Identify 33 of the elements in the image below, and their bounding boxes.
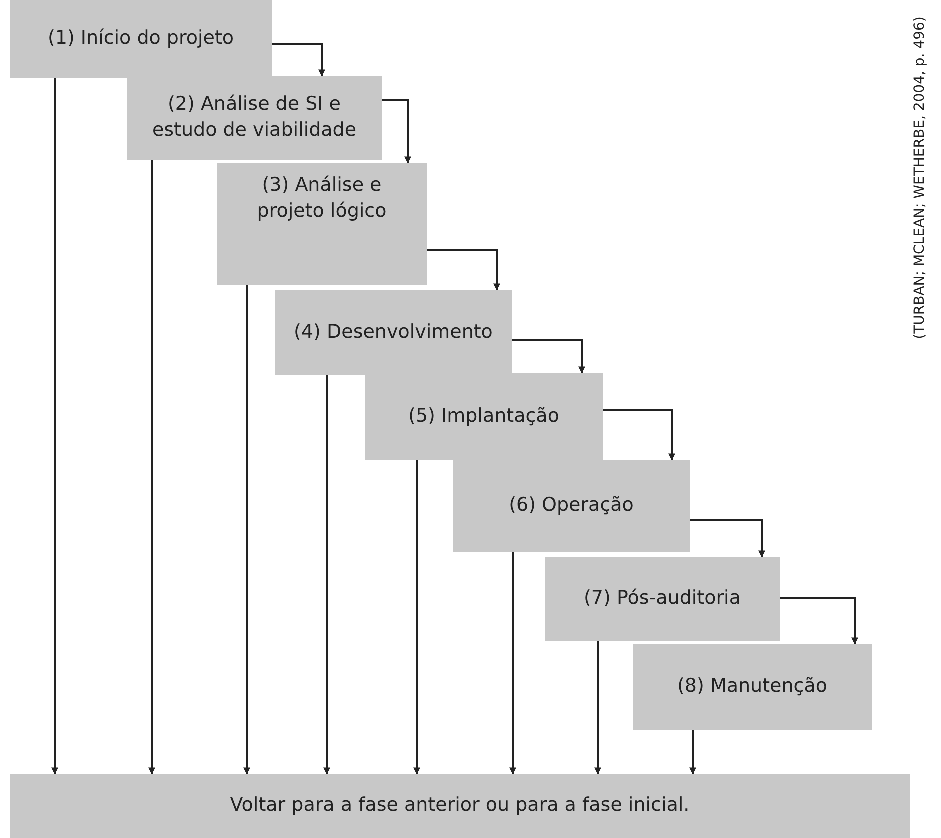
arrow: [603, 409, 676, 461]
phase-label: (6) Operação: [509, 493, 634, 518]
return-bar: [10, 774, 910, 838]
phase-label: Voltar para a fase anterior ou para a fase inicial.: [230, 793, 690, 818]
arrow: [148, 160, 156, 775]
phase-label: (2) Análise de SI e estudo de viabilidade: [151, 92, 358, 143]
phase-box: [10, 0, 272, 78]
phase-box: [275, 290, 512, 375]
arrow: [52, 78, 58, 775]
arrow: [690, 730, 696, 775]
arrow: [427, 249, 500, 291]
arrow: [414, 460, 420, 775]
phase-box: [545, 557, 780, 641]
phase-label: (5) Implantação: [408, 404, 560, 429]
phase-box: [453, 460, 690, 552]
arrow: [690, 519, 766, 558]
arrow: [244, 285, 250, 775]
arrow: [382, 99, 412, 164]
arrow: [324, 375, 330, 775]
phase-label: (1) Início do projeto: [48, 26, 234, 52]
source-citation: (TURBAN; MCLEAN; WETHERBE, 2004, p. 496): [912, 16, 928, 342]
phase-label: (8) Manutenção: [678, 674, 828, 700]
arrow: [272, 43, 326, 77]
arrow: [510, 552, 516, 775]
arrow: [780, 597, 858, 645]
phase-box: [217, 163, 427, 285]
phase-label: (3) Análise e projeto lógico: [256, 173, 388, 224]
phase-label: (7) Pós-auditoria: [584, 586, 741, 612]
arrow: [594, 641, 602, 775]
phase-label: (4) Desenvolvimento: [294, 320, 493, 345]
phase-box: [633, 644, 872, 730]
arrow: [512, 339, 586, 374]
phase-box: [127, 76, 382, 160]
